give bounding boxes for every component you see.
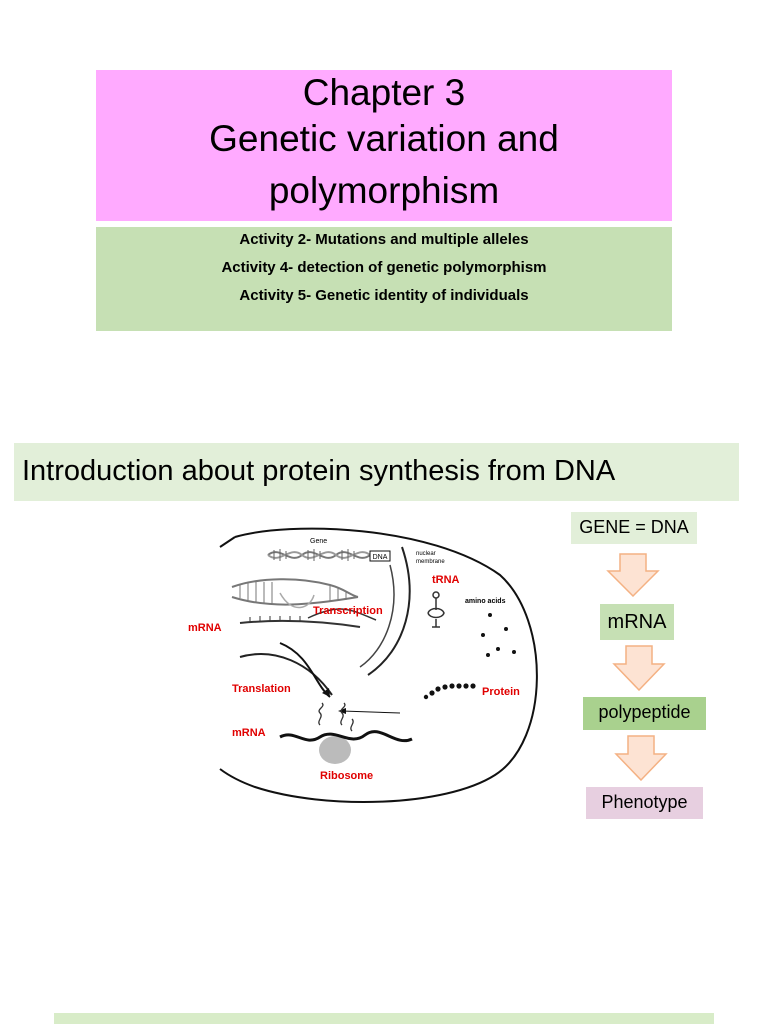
intro-banner: Introduction about protein synthesis fro… — [14, 443, 739, 501]
mrna-top-label: mRNA — [188, 622, 222, 634]
cell-membrane-top-left — [219, 536, 236, 548]
cell-membrane — [219, 527, 538, 804]
flow-arrow-down-icon — [612, 645, 666, 691]
next-slide-banner — [54, 1013, 714, 1024]
activities-box: Activity 2- Mutations and multiple allel… — [96, 227, 672, 331]
chapter-title-line-1: Chapter 3 — [302, 72, 466, 113]
activity-item: Activity 2- Mutations and multiple allel… — [239, 231, 529, 248]
mrna-strand-bottom — [279, 730, 413, 743]
dna-label: DNA — [373, 554, 388, 561]
nuclear-membrane-label-1: nuclear — [416, 551, 436, 557]
chapter-title-line-3: polymorphism — [268, 170, 500, 211]
intro-title: Introduction about protein synthesis fro… — [22, 455, 616, 487]
amino-acids-label: amino acids — [465, 598, 506, 605]
gene-label: Gene — [310, 538, 327, 545]
nuclear-membrane — [367, 546, 411, 676]
nuclear-membrane-inner — [359, 564, 395, 668]
trna-delivery-arrow — [341, 710, 401, 714]
ribosome-label: Ribosome — [320, 770, 373, 782]
protein-chain — [423, 683, 476, 700]
gene-dna-helix — [267, 549, 391, 562]
trna-label: tRNA — [432, 574, 460, 586]
nuclear-envelope-curve — [239, 653, 333, 696]
transcription-bubble — [231, 578, 359, 609]
trna-molecule — [427, 591, 445, 628]
mrna-strand-top — [239, 619, 361, 628]
translation-label: Translation — [232, 683, 291, 695]
flow-polypeptide: polypeptide — [583, 697, 706, 730]
protein-synthesis-diagram: Gene DNA nuclear membrane amino acids — [188, 527, 538, 804]
chapter-title-box: Chapter 3 Genetic variation and polymorp… — [96, 70, 672, 221]
activity-item: Activity 4- detection of genetic polymor… — [221, 259, 547, 276]
flow-arrow-down-icon — [606, 553, 660, 597]
amino-acids — [481, 613, 516, 657]
flow-gene-dna: GENE = DNA — [571, 512, 697, 544]
transcription-label: Transcription — [313, 605, 383, 617]
chapter-title-line-2: Genetic variation and — [209, 118, 559, 159]
transcription-arrow — [307, 608, 377, 621]
flow-mrna: mRNA — [600, 604, 674, 640]
activity-item: Activity 5- Genetic identity of individu… — [239, 287, 529, 304]
mrna-bottom-label: mRNA — [232, 727, 266, 739]
flow-phenotype: Phenotype — [586, 787, 703, 819]
flow-arrow-down-icon — [614, 735, 668, 781]
protein-label: Protein — [482, 686, 520, 698]
ribosome-trna-pair — [318, 702, 354, 732]
nuclear-membrane-label-2: membrane — [416, 559, 445, 565]
ribosome-body — [319, 736, 351, 764]
